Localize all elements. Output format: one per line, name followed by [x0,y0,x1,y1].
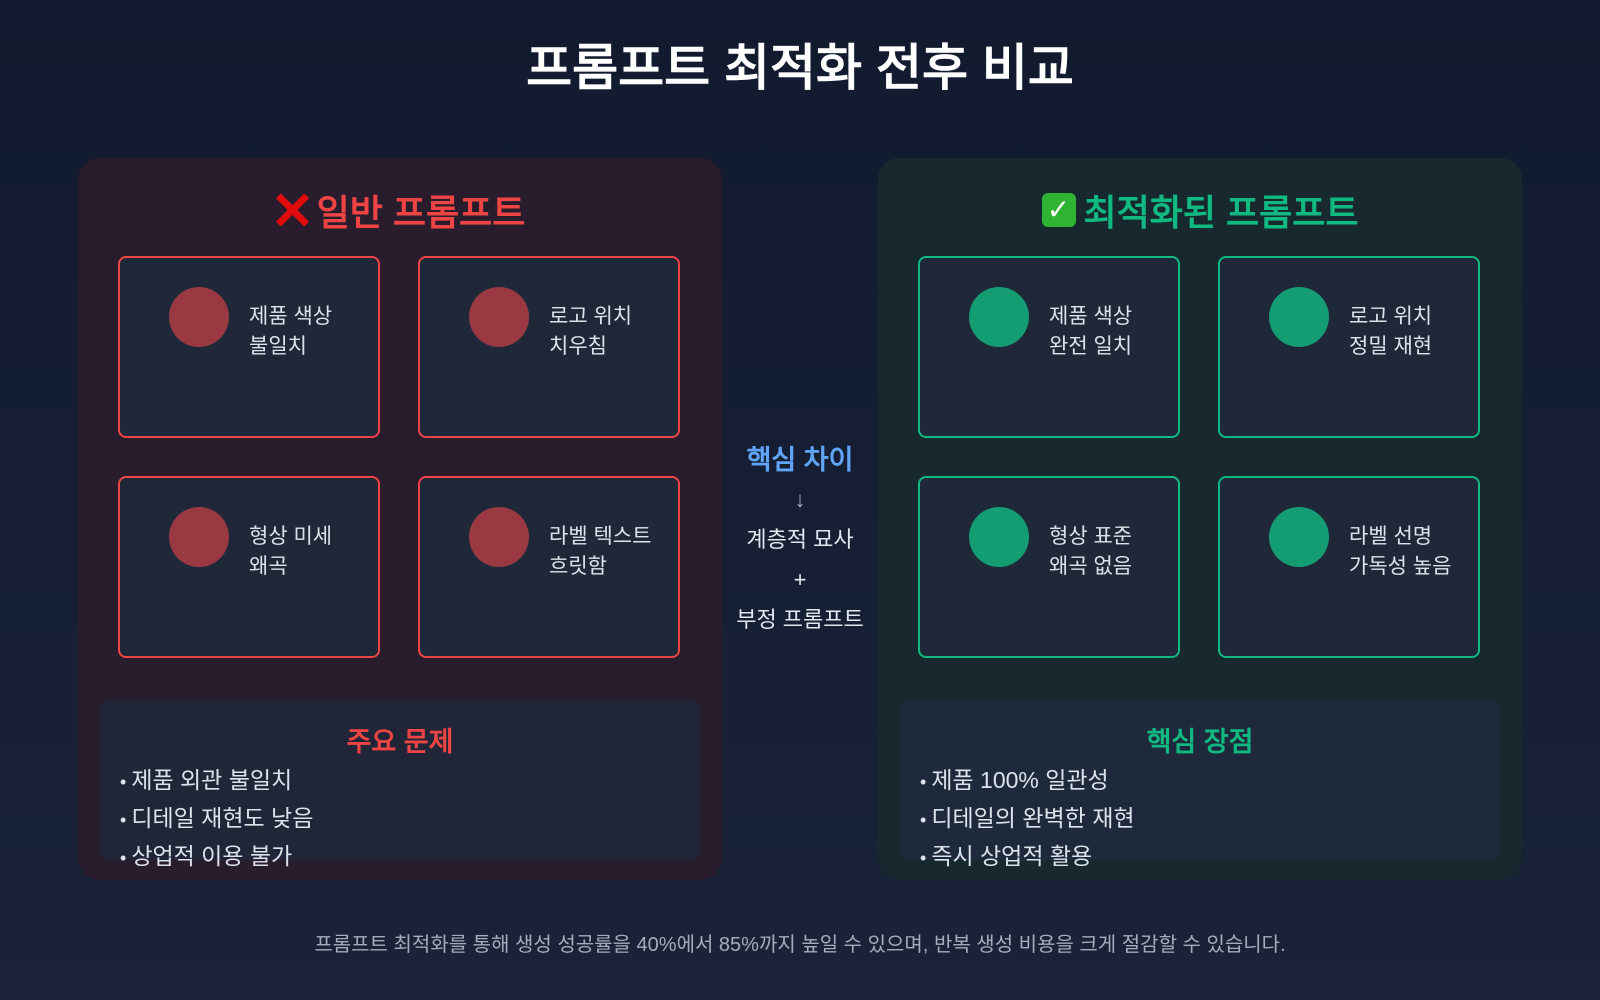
card-label: 라벨 텍스트 흐릿함 [549,522,651,582]
card-label-line1: 로고 위치 [1349,305,1433,328]
list-item: 디테일 재현도 낮음 [120,800,313,838]
issue-dot-icon [469,507,529,567]
card-label-line1: 로고 위치 [549,305,633,328]
card-label-line1: 형상 미세 [249,525,333,548]
arrow-down-icon: ↓ [794,487,806,512]
benefit-card-logo: 로고 위치 정밀 재현 [1218,256,1480,438]
hierarchical-description-text: 계층적 묘사 [746,527,854,552]
card-label-line2: 불일치 [249,335,307,358]
main-problems-box: 주요 문제 제품 외관 불일치 디테일 재현도 낮음 상업적 이용 불가 [100,700,700,869]
list-item: 상업적 이용 불가 [120,838,313,876]
benefit-card-shape: 형상 표준 왜곡 없음 [918,476,1180,658]
card-label-line1: 형상 표준 [1049,525,1133,548]
general-prompt-title: 일반 프롬프트 [316,192,526,233]
card-label-line2: 가독성 높음 [1349,555,1452,578]
optimized-prompt-title: 최적화된 프롬프트 [1083,192,1359,233]
list-item: 즉시 상업적 활용 [920,838,1135,876]
card-label: 제품 색상 불일치 [249,302,332,362]
card-label-line1: 제품 색상 [249,305,333,328]
key-difference-title: 핵심 차이 [746,445,854,475]
general-prompt-panel: 일반 프롬프트 제품 색상 불일치 로고 위치 치우침 형상 미세 왜곡 라벨 … [78,158,722,880]
benefit-dot-icon [969,507,1029,567]
list-item: 제품 100% 일관성 [920,762,1135,800]
optimized-prompt-heading: ✓ 최적화된 프롬프트 [878,184,1522,236]
card-label-line1: 제품 색상 [1049,305,1133,328]
general-prompt-heading: 일반 프롬프트 [78,184,722,236]
card-label: 제품 색상 완전 일치 [1049,302,1132,362]
list-item: 제품 외관 불일치 [120,762,313,800]
issue-card-color: 제품 색상 불일치 [118,256,380,438]
key-difference-column: 핵심 차이 ↓ 계층적 묘사 + 부정 프롬프트 [722,440,878,640]
benefit-dot-icon [969,287,1029,347]
issue-dot-icon [469,287,529,347]
issue-card-label: 라벨 텍스트 흐릿함 [418,476,680,658]
benefit-card-label: 라벨 선명 가독성 높음 [1218,476,1480,658]
card-label-line2: 정밀 재현 [1349,335,1433,358]
main-problems-list: 제품 외관 불일치 디테일 재현도 낮음 상업적 이용 불가 [120,762,313,876]
card-label: 로고 위치 정밀 재현 [1349,302,1432,362]
optimized-prompt-panel: ✓ 최적화된 프롬프트 제품 색상 완전 일치 로고 위치 정밀 재현 형상 표… [878,158,1522,880]
card-label-line1: 라벨 텍스트 [549,525,652,548]
card-label-line2: 흐릿함 [549,555,607,578]
benefit-dot-icon [1269,287,1329,347]
issue-card-shape: 형상 미세 왜곡 [118,476,380,658]
card-label: 라벨 선명 가독성 높음 [1349,522,1451,582]
card-label-line1: 라벨 선명 [1349,525,1433,548]
footer-note: 프롬프트 최적화를 통해 생성 성공률을 40%에서 85%까지 높일 수 있으… [314,934,1286,956]
card-label: 형상 미세 왜곡 [249,522,332,582]
card-label-line2: 완전 일치 [1049,335,1133,358]
benefit-card-color: 제품 색상 완전 일치 [918,256,1180,438]
plus-icon: + [793,567,807,592]
benefit-dot-icon [1269,507,1329,567]
issue-dot-icon [169,287,229,347]
key-benefits-list: 제품 100% 일관성 디테일의 완벽한 재현 즉시 상업적 활용 [920,762,1135,876]
card-label: 형상 표준 왜곡 없음 [1049,522,1132,582]
issue-dot-icon [169,507,229,567]
card-label-line2: 왜곡 [249,555,288,578]
key-benefits-title: 핵심 장점 [1146,727,1254,757]
page-title: 프롬프트 최적화 전후 비교 [526,40,1074,96]
check-mark-icon: ✓ [1041,193,1076,227]
card-label-line2: 치우침 [549,335,607,358]
card-label: 로고 위치 치우침 [549,302,632,362]
cross-mark-icon [275,193,309,227]
card-label-line2: 왜곡 없음 [1049,555,1133,578]
main-problems-title: 주요 문제 [346,727,454,757]
negative-prompt-text: 부정 프롬프트 [736,607,864,632]
key-benefits-box: 핵심 장점 제품 100% 일관성 디테일의 완벽한 재현 즉시 상업적 활용 [900,700,1500,869]
list-item: 디테일의 완벽한 재현 [920,800,1134,838]
issue-card-logo: 로고 위치 치우침 [418,256,680,438]
